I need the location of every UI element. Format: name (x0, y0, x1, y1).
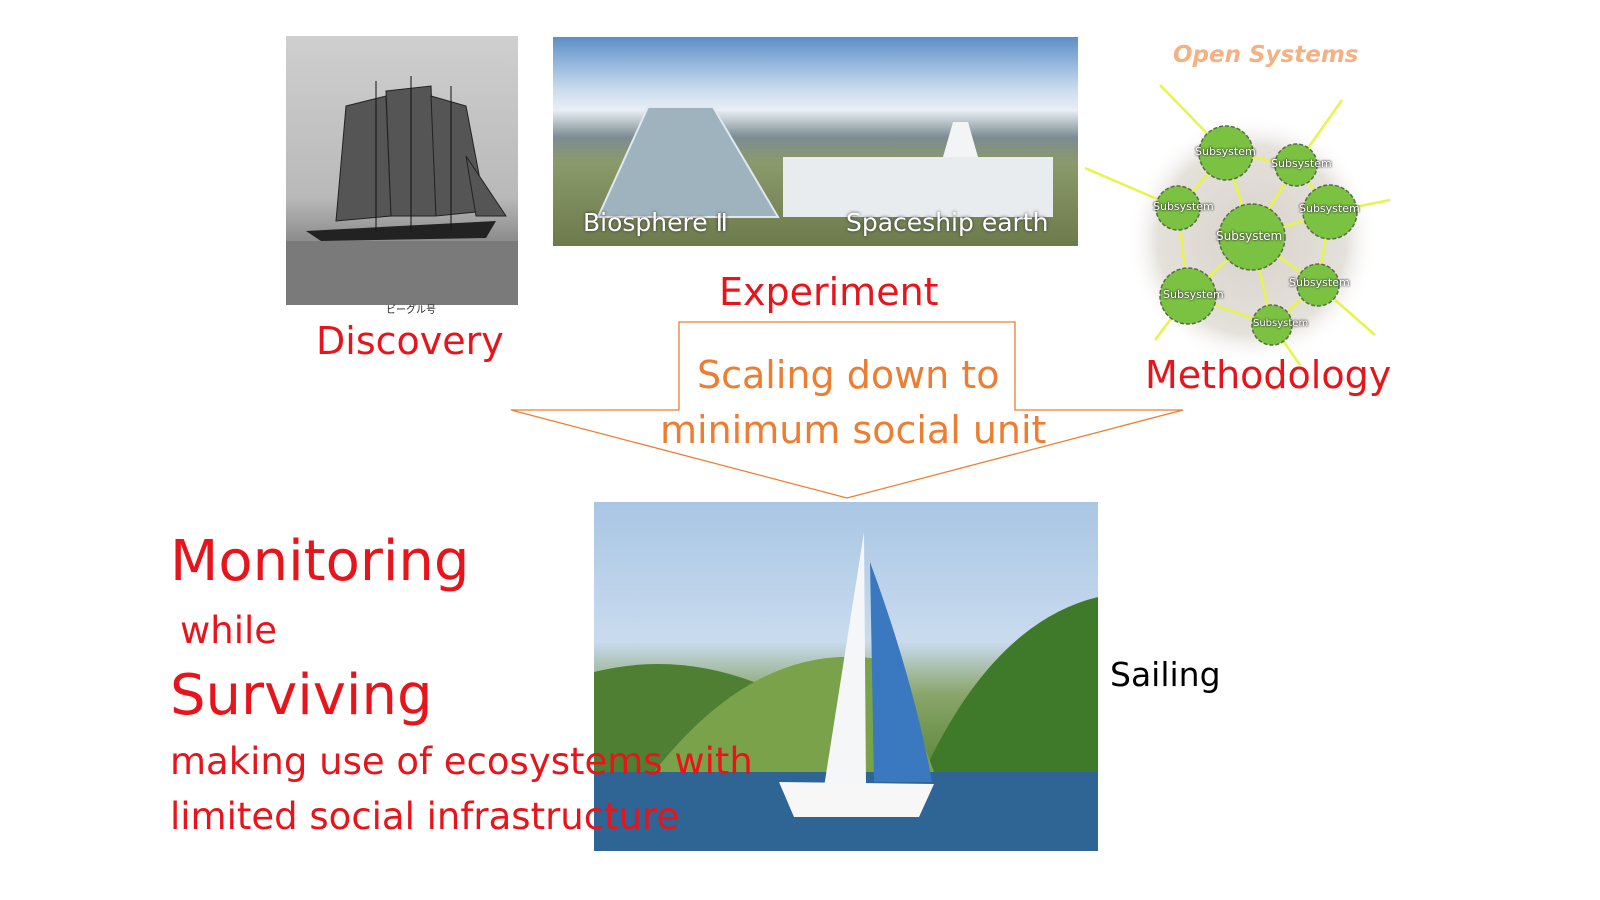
subsystem-label: Subsystem (1153, 200, 1214, 213)
experiment-label: Experiment (719, 270, 939, 314)
subsystem-label: Subsystem (1163, 288, 1224, 301)
biosphere-photo: Biosphere Ⅱ Spaceship earth (553, 37, 1078, 246)
methodology-label: Methodology (1145, 353, 1392, 397)
sailing-photo (594, 502, 1098, 851)
subsystem-node (1155, 185, 1201, 231)
subsystem-label: Subsystem (1216, 229, 1283, 243)
while-text: while (180, 609, 278, 652)
subsystem-label: Subsystem (1299, 202, 1360, 215)
surviving-heading: Surviving (170, 663, 433, 728)
beagle-ship-image (286, 36, 518, 305)
arrow-text-line2: minimum social unit (660, 408, 1047, 452)
subsystem-label: Subsystem (1289, 276, 1350, 289)
discovery-label: Discovery (316, 319, 504, 363)
ecosystems-text-line1: making use of ecosystems with (170, 740, 753, 783)
ecosystems-text-line2: limited social infrastructure (170, 795, 680, 838)
subsystem-node (1296, 263, 1340, 307)
monitoring-heading: Monitoring (170, 529, 470, 594)
spaceship-earth-caption: Spaceship earth (846, 208, 1049, 237)
subsystem-node (1302, 184, 1358, 240)
subsystem-node (1274, 143, 1318, 187)
biosphere-caption: Biosphere Ⅱ (583, 208, 728, 237)
ship-caption: ビーグル号 (386, 305, 436, 316)
subsystem-node (1159, 267, 1217, 325)
subsystem-label: Subsystem (1271, 157, 1332, 170)
open-systems-title: Open Systems (1173, 42, 1359, 68)
subsystem-node (1251, 304, 1293, 346)
subsystem-node (1218, 203, 1286, 271)
subsystem-label: Subsystem (1253, 318, 1309, 329)
sailboat-illustration (594, 532, 1098, 851)
subsystem-label: Subsystem (1195, 145, 1256, 158)
arrow-text-line1: Scaling down to (697, 353, 1000, 397)
open-systems-diagram (1084, 84, 1391, 366)
biosphere-illustration (596, 106, 1053, 218)
subsystem-node (1198, 125, 1254, 181)
sailing-label: Sailing (1110, 655, 1221, 694)
ship-illustration (286, 76, 518, 305)
